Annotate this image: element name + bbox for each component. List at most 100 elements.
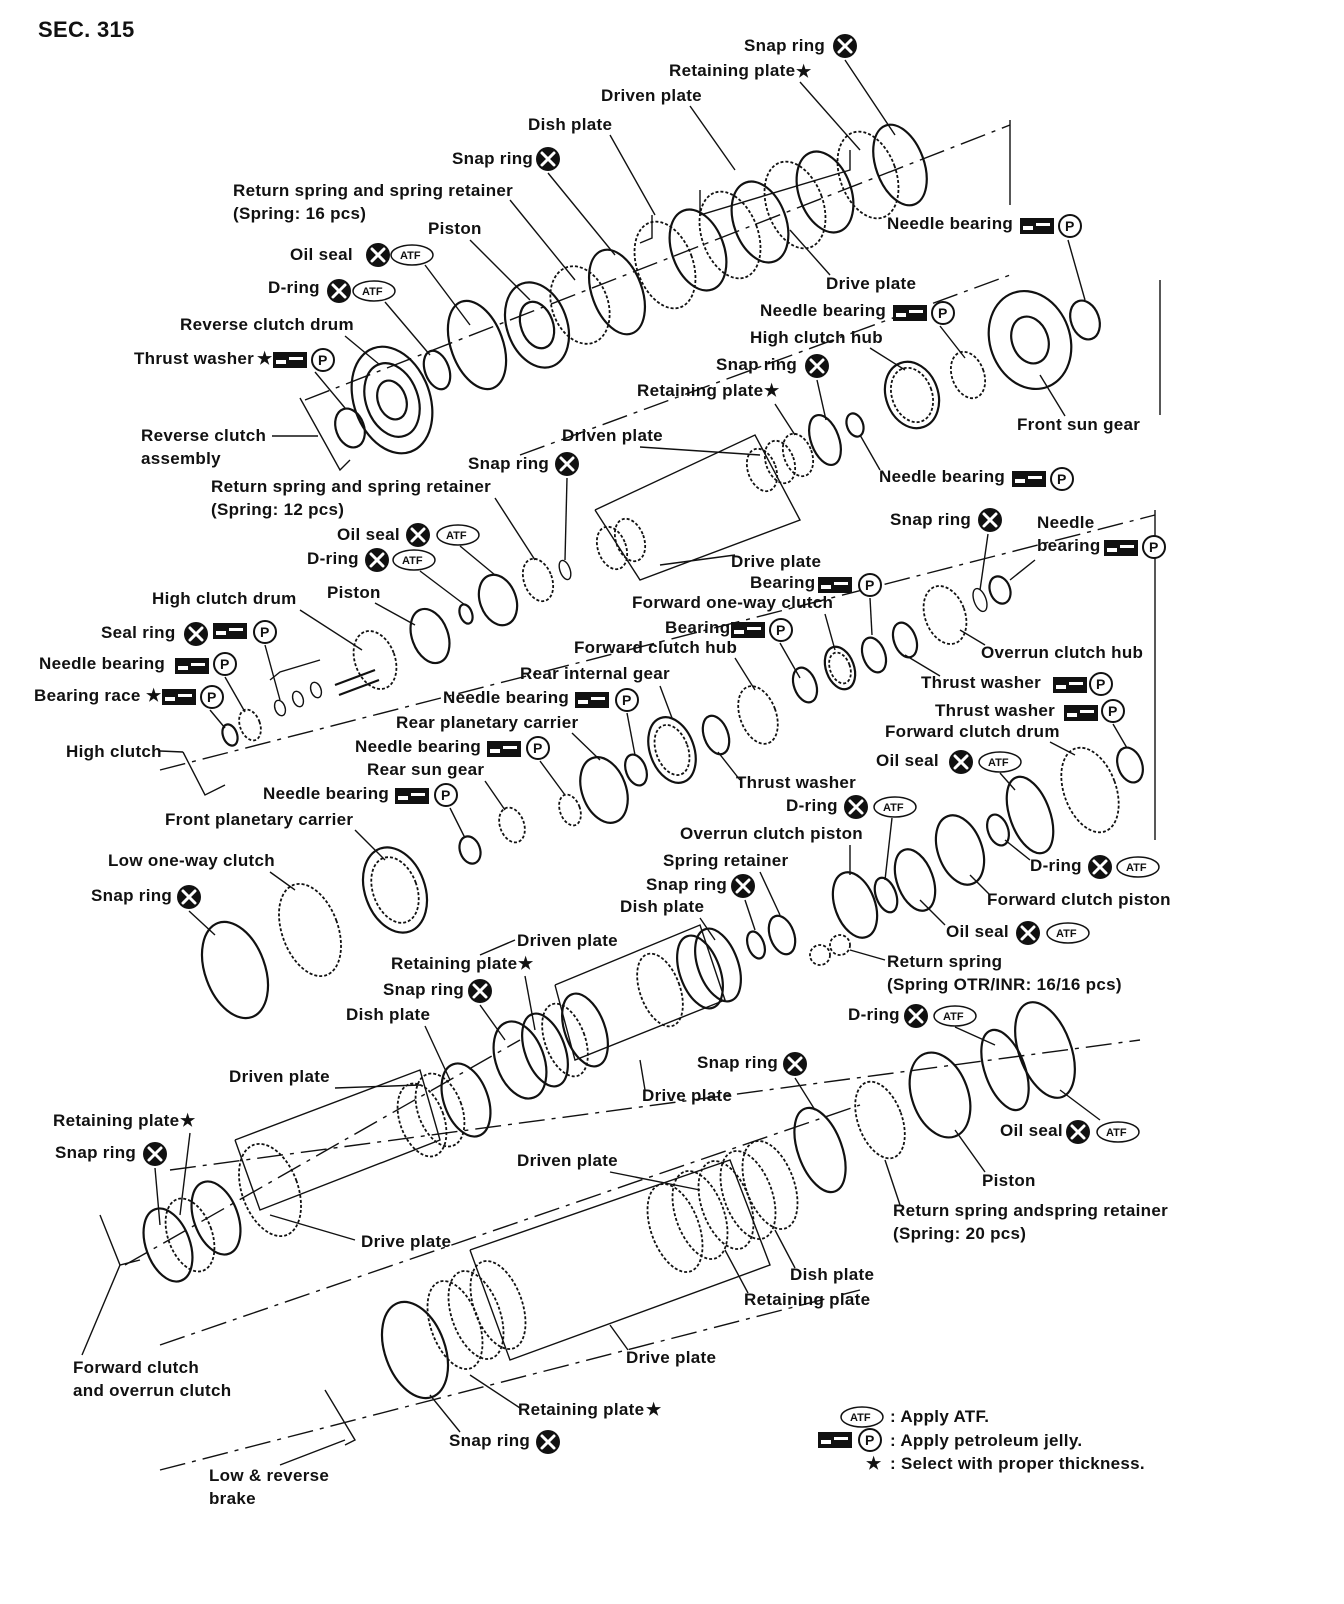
petroleum-p-icon: [311, 348, 335, 372]
atf-icon: [978, 751, 1022, 773]
svg-text:P: P: [776, 622, 785, 638]
label-retaining-plate: Retaining plate: [391, 954, 517, 973]
svg-text:P: P: [622, 692, 631, 708]
label-thrust-washer: Thrust washer: [921, 673, 1041, 692]
label-rear-planetary-carrier: Rear planetary carrier: [396, 713, 578, 732]
label-thrust-washer: Thrust washer: [935, 701, 1055, 720]
label-high-clutch-hub: High clutch hub: [750, 328, 883, 347]
petroleum-p-icon: [1101, 699, 1125, 723]
svg-text:P: P: [1057, 471, 1066, 487]
atf-icon: [390, 244, 434, 266]
svg-text:P: P: [260, 624, 269, 640]
svg-text:P: P: [1065, 218, 1074, 234]
label-needle-bearing: bearing: [1037, 536, 1101, 555]
label-piston: Piston: [982, 1171, 1036, 1190]
petroleum-jar-icon: [731, 622, 765, 638]
label-return-spring: Return spring and spring retainer: [211, 477, 491, 496]
svg-text:ATF: ATF: [402, 555, 423, 567]
label-needle-bearing: Needle: [1037, 513, 1095, 532]
petroleum-p-icon: [1089, 672, 1113, 696]
label-needle-bearing: Needle bearing: [760, 301, 886, 320]
label-low-reverse-brake: brake: [209, 1489, 256, 1508]
label-low-one-way-clutch: Low one-way clutch: [108, 851, 275, 870]
petroleum-jar-icon: [1053, 677, 1087, 693]
label-reverse-clutch-assembly: Reverse clutch: [141, 426, 266, 445]
label-driven-plate: Driven plate: [601, 86, 702, 105]
label-forward-overrun-clutch: Forward clutch: [73, 1358, 199, 1377]
label-reverse-clutch-drum: Reverse clutch drum: [180, 315, 354, 334]
label-thrust-washer: Thrust washer: [736, 773, 856, 792]
replace-x-icon: [1064, 1118, 1092, 1146]
legend-star-text: : Select with proper thickness.: [890, 1454, 1145, 1473]
label-snap-ring: Snap ring: [744, 36, 825, 55]
svg-text:P: P: [865, 577, 874, 593]
label-low-reverse-brake: Low & reverse: [209, 1466, 329, 1485]
svg-text:ATF: ATF: [850, 1412, 871, 1424]
label-oil-seal: Oil seal: [946, 922, 1009, 941]
planetary-parts: [200, 575, 1012, 1020]
atf-icon: [1046, 922, 1090, 944]
star-icon: ★: [764, 381, 780, 400]
legend: ATF : Apply ATF. P : Apply petroleum jel…: [818, 1406, 1145, 1473]
petroleum-jar-icon: [575, 692, 609, 708]
replace-x-icon: [325, 277, 353, 305]
label-return-spring: Return spring and spring retainer: [233, 181, 513, 200]
atf-icon: [933, 1005, 977, 1027]
petroleum-p-icon: [615, 688, 639, 712]
svg-text:P: P: [1149, 539, 1158, 555]
label-snap-ring: Snap ring: [716, 355, 797, 374]
petroleum-p-icon: [253, 620, 277, 644]
replace-x-icon: [976, 506, 1004, 534]
petroleum-p-icon: [1050, 467, 1074, 491]
star-icon: ★: [866, 1454, 882, 1473]
petroleum-p-icon: [1058, 214, 1082, 238]
star-icon: ★: [796, 62, 812, 81]
petroleum-jar-icon: [818, 577, 852, 593]
label-snap-ring: Snap ring: [91, 886, 172, 905]
svg-text:P: P: [1096, 676, 1105, 692]
label-thrust-washer: Thrust washer: [134, 349, 254, 368]
replace-x-icon: [182, 620, 210, 648]
label-rear-sun-gear: Rear sun gear: [367, 760, 484, 779]
label-d-ring: D-ring: [268, 278, 320, 297]
label-retaining-plate: Retaining plate: [53, 1111, 179, 1130]
label-spring-count: (Spring: 20 pcs): [893, 1224, 1026, 1243]
label-retaining-plate: Retaining plate: [669, 61, 795, 80]
svg-text:P: P: [207, 689, 216, 705]
atf-icon: [840, 1406, 884, 1428]
replace-x-icon: [466, 977, 494, 1005]
petroleum-p-icon: [1142, 535, 1166, 559]
legend-atf-text: : Apply ATF.: [890, 1407, 989, 1426]
label-spring-count: (Spring: 12 pcs): [211, 500, 344, 519]
label-forward-clutch-piston: Forward clutch piston: [987, 890, 1171, 909]
petroleum-jar-icon: [1012, 471, 1046, 487]
star-icon: ★: [180, 1111, 196, 1130]
label-piston: Piston: [327, 583, 381, 602]
replace-x-icon: [534, 1428, 562, 1456]
atf-icon: [436, 524, 480, 546]
svg-text:P: P: [938, 305, 947, 321]
petroleum-jar-icon: [1020, 218, 1054, 234]
low-reverse-brake-parts: [380, 1001, 1076, 1400]
svg-text:ATF: ATF: [988, 757, 1009, 769]
label-needle-bearing: Needle bearing: [887, 214, 1013, 233]
petroleum-jar-icon: [487, 741, 521, 757]
label-snap-ring: Snap ring: [383, 980, 464, 999]
petroleum-p-icon: [200, 685, 224, 709]
label-retaining-plate: Retaining plate: [744, 1290, 870, 1309]
label-drive-plate: Drive plate: [626, 1348, 716, 1367]
label-front-sun-gear: Front sun gear: [1017, 415, 1140, 434]
replace-x-icon: [729, 872, 757, 900]
label-front-planetary-carrier: Front planetary carrier: [165, 810, 353, 829]
label-spring-count: (Spring: 16 pcs): [233, 204, 366, 223]
label-bearing: Bearing: [750, 573, 815, 592]
label-rear-internal-gear: Rear internal gear: [520, 664, 670, 683]
legend-jelly-text: : Apply petroleum jelly.: [890, 1431, 1082, 1450]
petroleum-jar-icon: [273, 352, 307, 368]
label-spring-retainer: Spring retainer: [663, 851, 789, 870]
label-forward-clutch-drum: Forward clutch drum: [885, 722, 1060, 741]
label-return-spring: Return spring: [887, 952, 1002, 971]
label-d-ring: D-ring: [1030, 856, 1082, 875]
forward-clutch-drum-parts: [745, 746, 1144, 966]
label-drive-plate: Drive plate: [361, 1232, 451, 1251]
